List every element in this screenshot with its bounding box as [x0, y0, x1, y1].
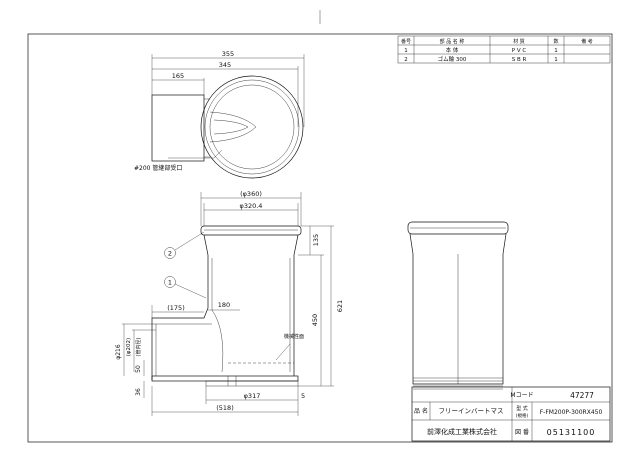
dim-165: 165	[172, 72, 184, 80]
table-header-material: 材 質	[513, 38, 525, 45]
dim-phi-3204: φ320.4	[240, 202, 263, 210]
side-view	[407, 221, 509, 390]
dim-345: 345	[219, 61, 231, 69]
front-view: (φ360) φ320.4 135 450 621 (175) 180 φ216…	[115, 190, 344, 416]
table-header-no: 番号	[401, 38, 411, 45]
dim-phi-216: φ216	[115, 344, 122, 360]
mcode-value: 47277	[570, 391, 594, 400]
table-row-1-qty: 1	[554, 48, 558, 54]
balloon-1: 1	[168, 279, 172, 287]
dim-50: 50	[135, 365, 142, 373]
title-block: Mコード 47277 品 名 フリーインバートマス 型 式 (規格) F-FM2…	[411, 386, 611, 442]
parts-table: 番号 部 品 名 称 材 質 数 備 考 1 本 体 P V C 1 2 ゴム輪…	[397, 35, 611, 64]
table-row-2-qty: 1	[554, 57, 558, 63]
dim-175: (175)	[167, 304, 184, 312]
dim-135: 135	[312, 234, 320, 246]
name-label: 品 名	[414, 407, 428, 415]
dim-phi-317: φ317	[244, 392, 261, 400]
dim-355: 355	[222, 50, 234, 58]
model-label: 型 式	[516, 405, 528, 412]
dim-phi-360: (φ360)	[240, 190, 262, 198]
dim-phi-202: (φ202)	[126, 338, 132, 356]
company-name: 前澤化成工業株式会社	[427, 427, 497, 436]
table-row-2-name: ゴム輪 300	[438, 55, 467, 63]
dim-621: 621	[336, 300, 344, 312]
dim-36: 36	[135, 388, 142, 396]
drawing-border	[27, 33, 613, 443]
balloon-2: 2	[168, 250, 172, 258]
model-sub-label: (規格)	[516, 412, 529, 419]
dim-180: 180	[218, 301, 230, 309]
table-row-1-no: 1	[404, 48, 408, 54]
model-value: F-FM200P-300RX450	[540, 409, 603, 416]
top-view: 355 345 165 #200 管継部受口	[134, 50, 305, 179]
table-header-remarks: 備 考	[581, 38, 593, 45]
table-row-1-material: P V C	[512, 48, 527, 54]
table-row-1-name: 本 体	[446, 46, 459, 54]
dim-phi-202-note: (管内径)	[135, 338, 142, 357]
table-row-2-material: S B R	[512, 57, 527, 63]
top-view-callout: #200 管継部受口	[134, 164, 182, 172]
dim-518: (518)	[216, 404, 233, 412]
dim-5: 5	[301, 392, 305, 400]
drawing-no-label: 図 番	[515, 429, 529, 436]
table-row-2-no: 2	[404, 57, 408, 63]
table-header-name: 部 品 名 称	[440, 38, 465, 45]
dim-450: 450	[311, 314, 319, 326]
mcode-label: Mコード	[510, 392, 533, 399]
bottom-note: 機械性面	[284, 333, 304, 340]
drawing-no-value: 05131100	[547, 428, 596, 437]
table-header-qty: 数	[553, 38, 558, 45]
product-name: フリーインバートマス	[439, 407, 504, 415]
